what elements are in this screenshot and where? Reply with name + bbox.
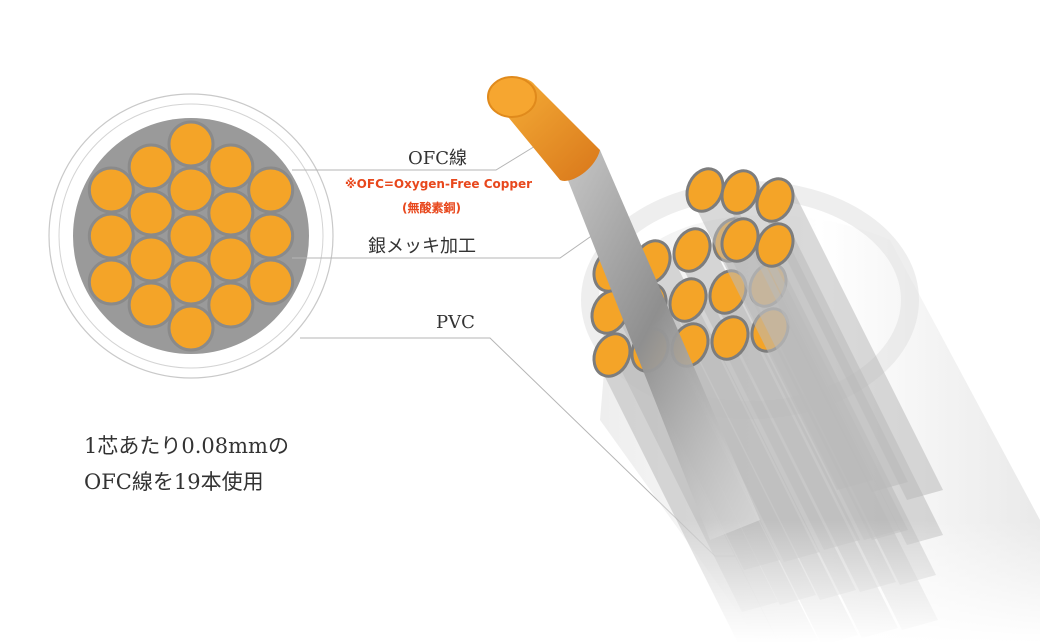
strand-end bbox=[710, 315, 750, 361]
conductor-strand bbox=[247, 212, 295, 260]
conductor-strand bbox=[207, 281, 255, 329]
label-ofc: OFC線 bbox=[408, 148, 468, 169]
description: 1芯あたり0.08mmの OFC線を19本使用 bbox=[84, 428, 289, 500]
fade-overlay bbox=[560, 520, 1040, 643]
conductor-strand bbox=[167, 212, 215, 260]
center-wire-silver bbox=[560, 150, 760, 540]
cross-section bbox=[48, 93, 334, 379]
conductor-strand bbox=[167, 120, 215, 168]
conductor-strand bbox=[87, 258, 135, 306]
conductor-strand bbox=[207, 189, 255, 237]
description-line-2: OFC線を19本使用 bbox=[84, 470, 264, 494]
strand-end bbox=[668, 277, 708, 323]
conductor-strand bbox=[247, 166, 295, 214]
conductor-strand bbox=[87, 212, 135, 260]
strand-end bbox=[720, 217, 760, 263]
conductor-strand bbox=[167, 304, 215, 352]
label-pvc: PVC bbox=[436, 312, 475, 333]
strand-tube bbox=[722, 230, 908, 540]
conductor-strand bbox=[207, 143, 255, 191]
conductor-strand bbox=[167, 258, 215, 306]
pvc-outer-ring bbox=[48, 93, 334, 379]
strand-end bbox=[685, 167, 725, 213]
description-line-1: 1芯あたり0.08mmの bbox=[84, 434, 289, 458]
conductor-strand bbox=[127, 235, 175, 283]
leader-line-silver bbox=[292, 229, 601, 259]
conductor-strand bbox=[127, 143, 175, 191]
strand-tube bbox=[757, 235, 943, 545]
label-ofc-note: ※OFC=Oxygen-Free Copper bbox=[345, 177, 533, 191]
label-silver-plating: 銀メッキ加工 bbox=[368, 236, 476, 257]
conductor-strand bbox=[207, 235, 255, 283]
strand-end bbox=[755, 222, 795, 268]
leader-line-ofc bbox=[292, 139, 546, 171]
strand-end bbox=[755, 177, 795, 223]
conductor-strand bbox=[167, 166, 215, 214]
strand-end bbox=[672, 227, 712, 273]
conductor-strand bbox=[247, 258, 295, 306]
strand-end bbox=[720, 169, 760, 215]
conductor-strand bbox=[127, 189, 175, 237]
cable-3d bbox=[487, 76, 1040, 643]
conductor-strand bbox=[87, 166, 135, 214]
conductor-strand bbox=[127, 281, 175, 329]
label-ofc-note-japanese: (無酸素銅) bbox=[402, 201, 461, 215]
strand-end bbox=[592, 332, 632, 378]
center-wire-tip bbox=[487, 76, 537, 118]
pvc-inner-ring bbox=[58, 103, 324, 369]
